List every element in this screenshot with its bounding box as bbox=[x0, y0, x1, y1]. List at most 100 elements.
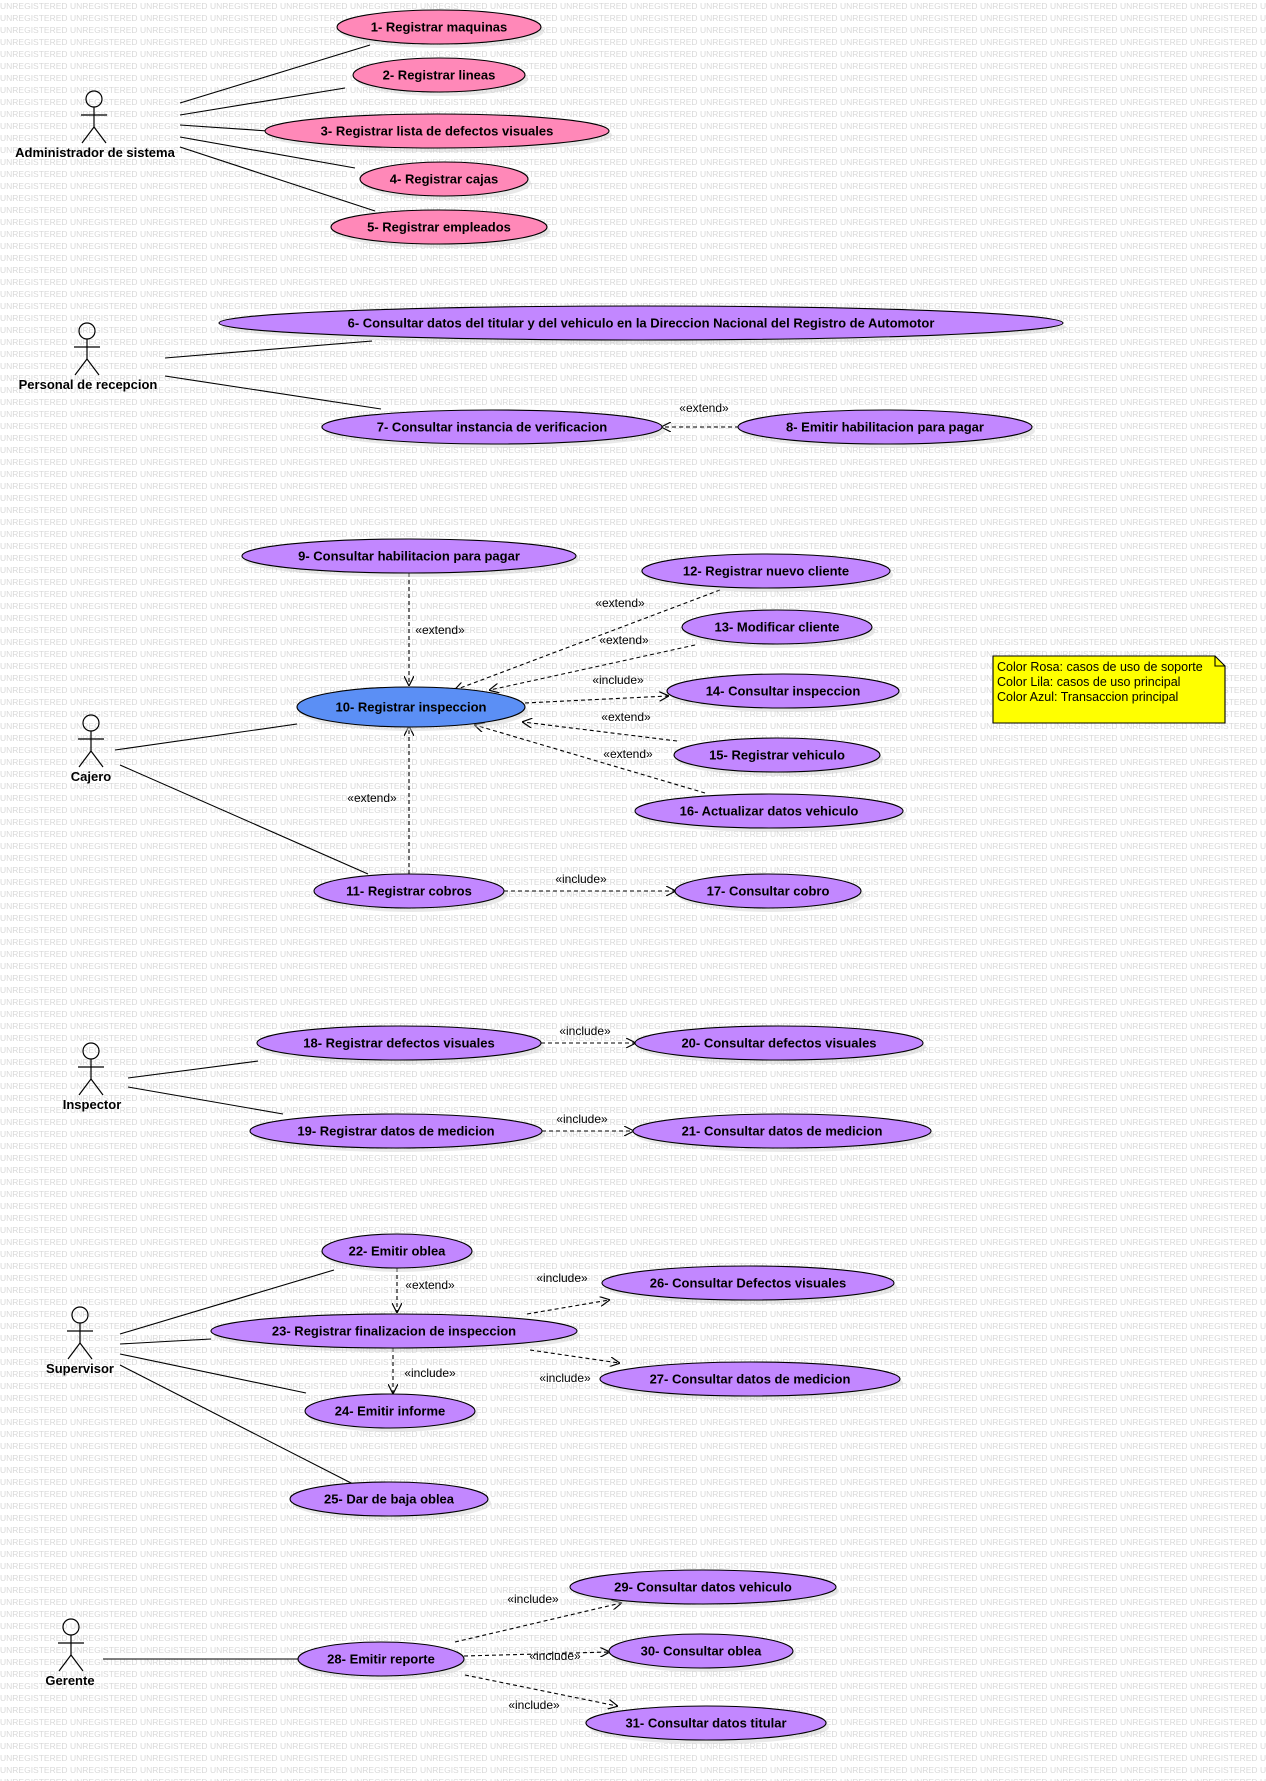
use-case-uc14[interactable]: 14- Consultar inspeccion bbox=[666, 673, 902, 712]
use-case-uc5[interactable]: 5- Registrar empleados bbox=[330, 209, 550, 248]
actor-recep[interactable]: Personal de recepcion bbox=[19, 322, 158, 392]
use-case-ellipse[interactable] bbox=[264, 113, 610, 149]
use-cases: 1- Registrar maquinas 2- Registrar lineas… bbox=[210, 9, 1066, 1744]
use-case-uc7[interactable]: 7- Consultar instancia de verificacion bbox=[321, 409, 665, 448]
stick-figure-icon bbox=[74, 322, 100, 376]
use-case-ellipse[interactable] bbox=[585, 1705, 827, 1741]
actor-label: Cajero bbox=[71, 769, 112, 784]
use-case-label: 20- Consultar defectos visuales bbox=[681, 1036, 876, 1051]
use-case-ellipse[interactable] bbox=[737, 409, 1033, 445]
use-case-uc24[interactable]: 24- Emitir informe bbox=[304, 1393, 478, 1432]
use-case-ellipse[interactable] bbox=[296, 686, 526, 728]
use-case-uc26[interactable]: 26- Consultar Defectos visuales bbox=[601, 1265, 897, 1304]
use-case-uc1[interactable]: 1- Registrar maquinas bbox=[336, 9, 544, 48]
use-case-uc3[interactable]: 3- Registrar lista de defectos visuales bbox=[264, 113, 612, 152]
use-case-ellipse[interactable] bbox=[336, 9, 542, 45]
dependencies: «extend»«extend»«extend»«extend»«include… bbox=[347, 401, 739, 1712]
dependency-uc8-uc7: «extend» bbox=[662, 401, 739, 427]
use-case-uc11[interactable]: 11- Registrar cobros bbox=[313, 873, 507, 912]
actor-label: Gerente bbox=[45, 1673, 94, 1688]
use-case-ellipse[interactable] bbox=[289, 1481, 489, 1517]
actor-gerente[interactable]: Gerente bbox=[45, 1618, 95, 1688]
use-case-label: 2- Registrar lineas bbox=[383, 68, 496, 83]
use-case-ellipse[interactable] bbox=[359, 161, 529, 197]
dependency-uc23-uc27: «include» bbox=[529, 1349, 619, 1385]
actor-label: Supervisor bbox=[46, 1361, 114, 1376]
use-case-label: 8- Emitir habilitacion para pagar bbox=[786, 420, 984, 435]
actor-admin[interactable]: Administrador de sistema bbox=[15, 90, 176, 160]
use-case-ellipse[interactable] bbox=[249, 1113, 543, 1149]
use-case-uc8[interactable]: 8- Emitir habilitacion para pagar bbox=[737, 409, 1035, 448]
dependency-uc23-uc24: «include» bbox=[393, 1348, 456, 1393]
use-case-ellipse[interactable] bbox=[681, 609, 873, 645]
use-case-uc27[interactable]: 27- Consultar datos de medicion bbox=[599, 1361, 903, 1400]
use-case-uc31[interactable]: 31- Consultar datos titular bbox=[585, 1705, 829, 1744]
use-case-label: 27- Consultar datos de medicion bbox=[650, 1372, 851, 1387]
use-case-ellipse[interactable] bbox=[634, 793, 904, 829]
use-case-uc19[interactable]: 19- Registrar datos de medicion bbox=[249, 1113, 545, 1152]
association-supervisor-uc23 bbox=[119, 1338, 212, 1345]
association-admin-uc4 bbox=[179, 136, 356, 169]
use-case-uc13[interactable]: 13- Modificar cliente bbox=[681, 609, 875, 648]
use-case-ellipse[interactable] bbox=[321, 409, 663, 445]
dependency-uc19-uc21: «include» bbox=[542, 1112, 633, 1131]
use-case-ellipse[interactable] bbox=[210, 1313, 578, 1349]
dependency-uc28-uc30: «include» bbox=[463, 1649, 609, 1663]
use-case-uc22[interactable]: 22- Emitir oblea bbox=[321, 1233, 475, 1272]
use-case-uc29[interactable]: 29- Consultar datos vehiculo bbox=[569, 1569, 839, 1608]
use-case-uc23[interactable]: 23- Registrar finalizacion de inspeccion bbox=[210, 1313, 580, 1352]
association-cajero-uc11 bbox=[119, 764, 369, 875]
dependency-arrow bbox=[529, 1349, 619, 1363]
use-case-ellipse[interactable] bbox=[352, 57, 526, 93]
use-case-ellipse[interactable] bbox=[673, 737, 881, 773]
actor-supervisor[interactable]: Supervisor bbox=[46, 1306, 114, 1376]
use-case-uc12[interactable]: 12- Registrar nuevo cliente bbox=[641, 553, 893, 592]
use-case-ellipse[interactable] bbox=[297, 1641, 465, 1677]
use-case-ellipse[interactable] bbox=[634, 1025, 924, 1061]
actor-cajero[interactable]: Cajero bbox=[71, 714, 112, 784]
use-case-ellipse[interactable] bbox=[666, 673, 900, 709]
use-case-uc6[interactable]: 6- Consultar datos del titular y del veh… bbox=[218, 305, 1066, 344]
use-case-ellipse[interactable] bbox=[599, 1361, 901, 1397]
use-case-ellipse[interactable] bbox=[569, 1569, 837, 1605]
use-case-ellipse[interactable] bbox=[321, 1233, 473, 1269]
stick-figure-icon bbox=[81, 90, 107, 144]
use-case-label: 28- Emitir reporte bbox=[327, 1652, 435, 1667]
use-case-ellipse[interactable] bbox=[304, 1393, 476, 1429]
association-supervisor-uc22 bbox=[119, 1269, 335, 1335]
use-case-uc18[interactable]: 18- Registrar defectos visuales bbox=[256, 1025, 544, 1064]
use-case-uc10[interactable]: 10- Registrar inspeccion bbox=[296, 686, 528, 731]
use-case-ellipse[interactable] bbox=[256, 1025, 542, 1061]
use-case-label: 1- Registrar maquinas bbox=[371, 20, 508, 35]
use-case-ellipse[interactable] bbox=[313, 873, 505, 909]
use-case-uc30[interactable]: 30- Consultar oblea bbox=[608, 1633, 796, 1672]
use-case-uc2[interactable]: 2- Registrar lineas bbox=[352, 57, 528, 96]
use-case-ellipse[interactable] bbox=[608, 1633, 794, 1669]
color-legend-note: Color Rosa: casos de uso de soporteColor… bbox=[992, 655, 1226, 724]
use-case-label: 30- Consultar oblea bbox=[641, 1644, 762, 1659]
use-case-uc20[interactable]: 20- Consultar defectos visuales bbox=[634, 1025, 926, 1064]
use-case-uc15[interactable]: 15- Registrar vehiculo bbox=[673, 737, 883, 776]
use-case-uc16[interactable]: 16- Actualizar datos vehiculo bbox=[634, 793, 906, 832]
use-case-ellipse[interactable] bbox=[241, 538, 577, 574]
use-case-ellipse[interactable] bbox=[330, 209, 548, 245]
note-line: Color Rosa: casos de uso de soporte bbox=[997, 660, 1203, 674]
use-case-ellipse[interactable] bbox=[674, 873, 862, 909]
use-case-uc9[interactable]: 9- Consultar habilitacion para pagar bbox=[241, 538, 579, 577]
use-case-ellipse[interactable] bbox=[601, 1265, 895, 1301]
association-admin-uc1 bbox=[179, 44, 371, 104]
use-case-uc28[interactable]: 28- Emitir reporte bbox=[297, 1641, 467, 1680]
use-case-label: 14- Consultar inspeccion bbox=[706, 684, 861, 699]
use-case-ellipse[interactable] bbox=[218, 305, 1064, 341]
use-case-label: 4- Registrar cajas bbox=[390, 172, 498, 187]
use-case-uc21[interactable]: 21- Consultar datos de medicion bbox=[632, 1113, 934, 1152]
dependency-uc9-uc10: «extend» bbox=[409, 573, 465, 685]
actor-inspector[interactable]: Inspector bbox=[63, 1042, 122, 1112]
use-case-ellipse[interactable] bbox=[632, 1113, 932, 1149]
use-case-label: 23- Registrar finalizacion de inspeccion bbox=[272, 1324, 516, 1339]
use-case-uc25[interactable]: 25- Dar de baja oblea bbox=[289, 1481, 491, 1520]
dependency-uc10-uc14: «include» bbox=[524, 673, 668, 704]
use-case-uc17[interactable]: 17- Consultar cobro bbox=[674, 873, 864, 912]
use-case-uc4[interactable]: 4- Registrar cajas bbox=[359, 161, 531, 200]
use-case-ellipse[interactable] bbox=[641, 553, 891, 589]
